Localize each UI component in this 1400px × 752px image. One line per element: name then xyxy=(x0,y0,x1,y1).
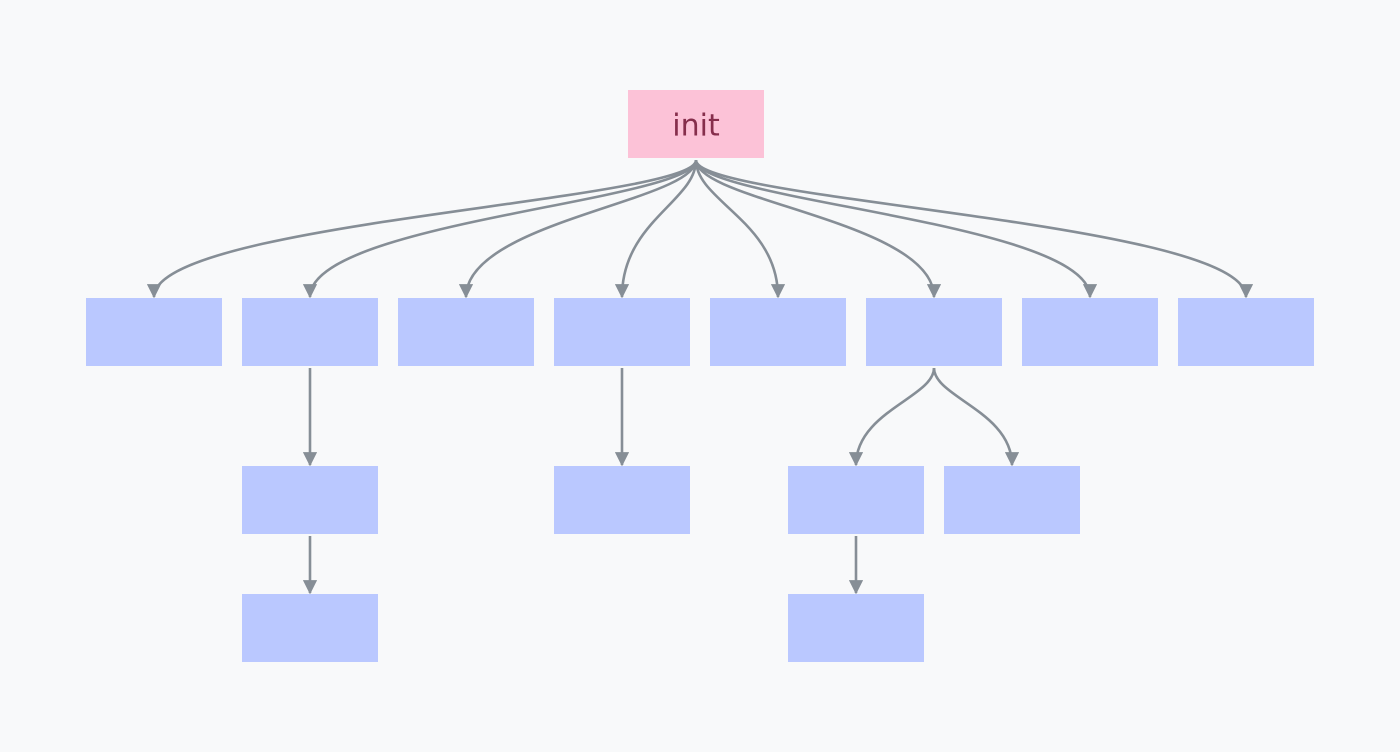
edge-init-to-c2 xyxy=(302,159,698,299)
node-c4a xyxy=(554,466,690,534)
node-box xyxy=(86,298,222,366)
root-node: init xyxy=(628,90,764,158)
edge-init-to-c6 xyxy=(694,159,942,299)
node-box xyxy=(866,298,1002,366)
node-box xyxy=(242,298,378,366)
node-c6a xyxy=(788,466,924,534)
node-box xyxy=(944,466,1080,534)
edge-init-to-c8 xyxy=(694,159,1254,299)
node-box xyxy=(554,466,690,534)
node-c6b xyxy=(944,466,1080,534)
node-box xyxy=(242,466,378,534)
node-c2b xyxy=(242,594,378,662)
node-c6a1 xyxy=(788,594,924,662)
node-c7 xyxy=(1022,298,1158,366)
edge-init-to-c4 xyxy=(614,159,698,299)
node-box xyxy=(554,298,690,366)
node-box xyxy=(398,298,534,366)
node-box xyxy=(788,594,924,662)
node-c2 xyxy=(242,298,378,366)
node-c4 xyxy=(554,298,690,366)
root-node-box xyxy=(628,90,764,158)
node-c2a xyxy=(242,466,378,534)
edge-init-to-c3 xyxy=(458,159,698,299)
node-box xyxy=(710,298,846,366)
edge-init-to-c7 xyxy=(694,159,1098,299)
node-box xyxy=(788,466,924,534)
edges-layer xyxy=(146,159,1254,595)
edge-init-to-c5 xyxy=(694,159,786,299)
edge-init-to-c1 xyxy=(146,159,698,299)
node-c6 xyxy=(866,298,1002,366)
node-c5 xyxy=(710,298,846,366)
node-box xyxy=(242,594,378,662)
node-box xyxy=(1022,298,1158,366)
node-c8 xyxy=(1178,298,1314,366)
nodes-layer: init xyxy=(86,90,1314,662)
node-box xyxy=(1178,298,1314,366)
node-c1 xyxy=(86,298,222,366)
edge-c6-to-c6b xyxy=(932,367,1020,467)
root-node-label: init xyxy=(672,109,720,144)
node-c3 xyxy=(398,298,534,366)
edge-c6-to-c6a xyxy=(848,367,936,467)
